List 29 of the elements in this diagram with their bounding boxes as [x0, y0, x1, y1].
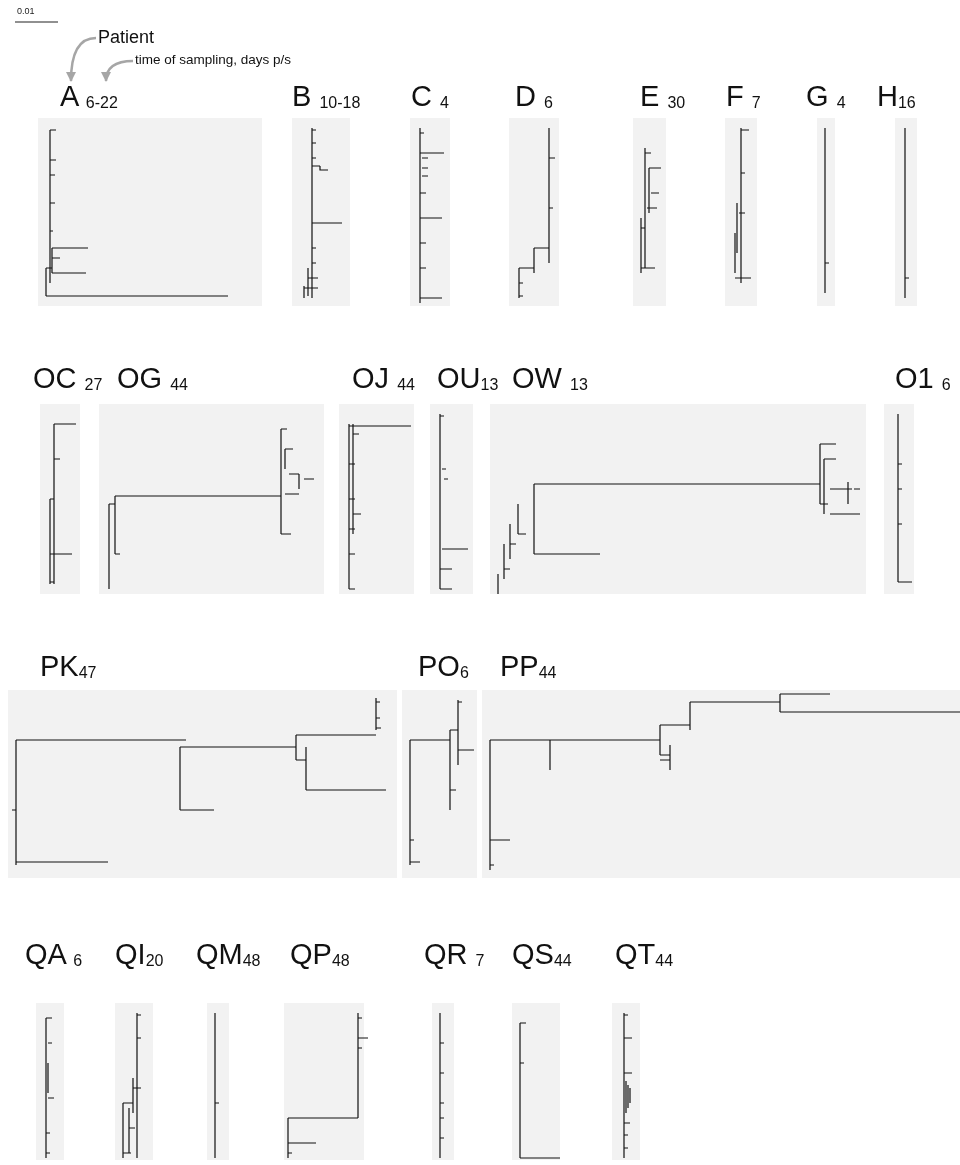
patient-heading: QS$_{44}$ [512, 940, 572, 969]
patient-heading: E $_{30}$ [640, 82, 686, 111]
annotation-text: time of sampling, days p/s [135, 53, 292, 68]
patient-heading: H$_{16}$ [877, 82, 916, 111]
patient-heading: D $_{6}$ [515, 82, 553, 111]
patient-heading: PO$_{6}$ [418, 652, 469, 681]
patient-heading: OU$_{13}$ [437, 364, 499, 393]
patient-heading: C $_{4}$ [411, 82, 449, 111]
patient-heading: QT$_{44}$ [615, 940, 674, 969]
curved-arrow [101, 59, 134, 82]
annotation-text: Patient [98, 28, 155, 48]
patient-heading: PK$_{47}$ [40, 652, 97, 681]
patient-heading: OG $_{44}$ [117, 364, 188, 393]
patient-heading: OC $_{27}$ [33, 364, 103, 393]
patient-heading: QM$_{48}$ [196, 940, 261, 969]
patient-heading: F $_{7}$ [726, 82, 761, 111]
patient-heading: PP$_{44}$ [500, 652, 557, 681]
patient-heading: QI$_{20}$ [115, 940, 164, 969]
patient-heading: OJ $_{44}$ [352, 364, 415, 393]
patient-heading: QR $_{7}$ [424, 940, 485, 969]
curved-arrow [66, 36, 97, 82]
patient-heading: G $_{4}$ [806, 82, 846, 111]
patient-heading: A $_{6-22}$ [60, 82, 118, 111]
patient-heading: QA $_{6}$ [25, 940, 83, 969]
patient-heading: OW $_{13}$ [512, 364, 588, 393]
patient-heading: B $_{10-18}$ [292, 82, 361, 111]
patient-heading: O1 $_{6}$ [895, 364, 951, 393]
scale-label: 0.01 [17, 6, 35, 16]
patient-heading: QP$_{48}$ [290, 940, 350, 969]
